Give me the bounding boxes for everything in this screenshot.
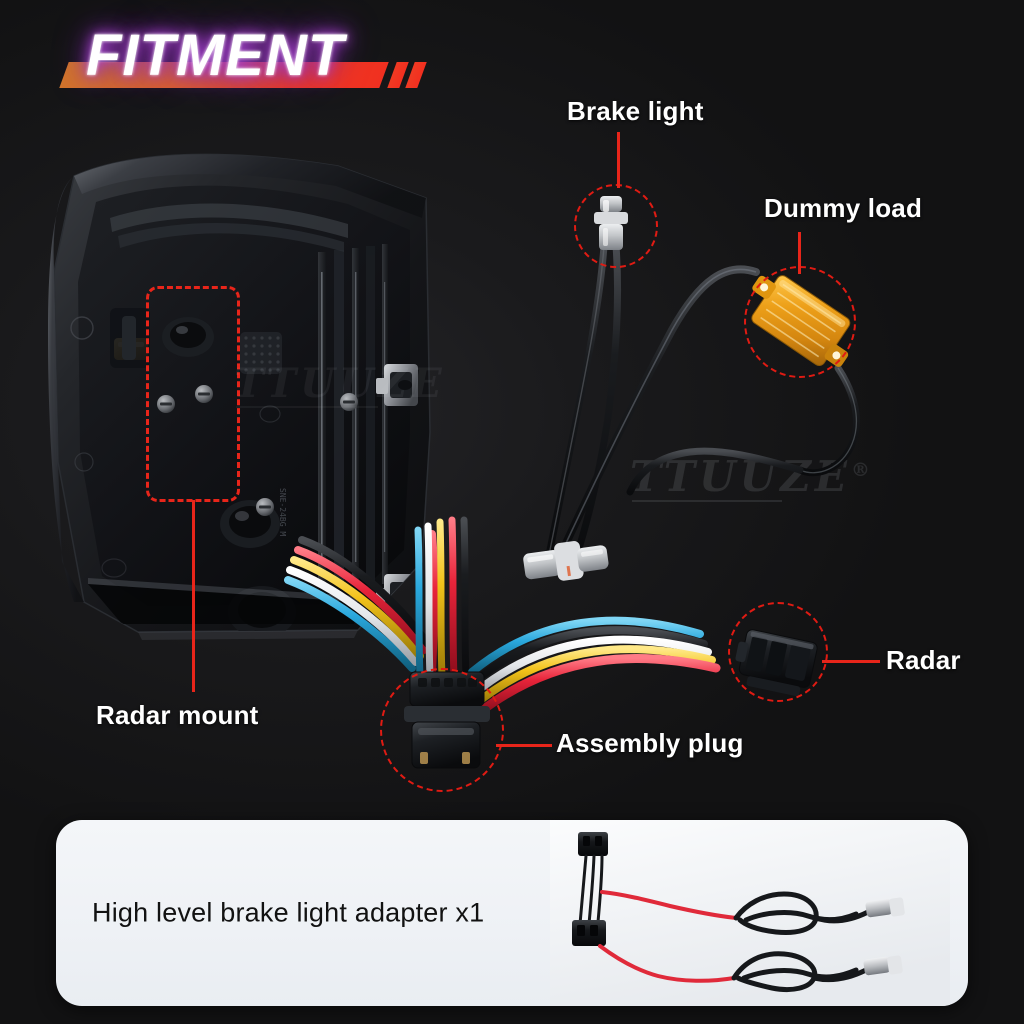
screw <box>340 393 358 411</box>
assembly-plug-label: Assembly plug <box>556 728 744 758</box>
adapter-cable-lower <box>731 951 869 993</box>
inline-connector <box>523 541 609 581</box>
tail-light-housing: SNE-24BG M <box>18 132 438 652</box>
screw <box>195 385 213 403</box>
fitment-accent-tick-2 <box>405 62 427 88</box>
socket-boss-1 <box>162 317 214 357</box>
svg-text:SNE-24BG M: SNE-24BG M <box>278 488 287 536</box>
screw <box>256 498 274 516</box>
radar-mount-marker <box>146 286 240 502</box>
adapter-cable-upper <box>733 891 871 935</box>
adapter-socket-lower <box>863 955 903 976</box>
screw <box>157 395 175 413</box>
watermark-underline-2 <box>236 406 378 408</box>
radar-leader <box>822 660 880 663</box>
radar-marker <box>728 602 828 702</box>
parts-card-caption: High level brake light adapter x1 <box>92 897 485 928</box>
screw <box>159 639 177 652</box>
adapter-connector-bottom <box>572 920 606 946</box>
adapter-connector-top <box>578 832 608 856</box>
page-title: FITMENT <box>86 23 345 88</box>
brake-light-label: Brake light <box>567 96 704 126</box>
watermark-center: TTUUZE® <box>630 452 870 501</box>
adapter-socket-upper <box>865 897 905 918</box>
radar-label: Radar <box>886 645 961 675</box>
dummy-load-marker <box>744 266 856 378</box>
radar-mount-leader <box>192 500 195 692</box>
watermark-registered: ® <box>850 459 870 481</box>
adapter-harness-photo <box>550 820 950 1006</box>
dummy-load-label: Dummy load <box>764 193 923 223</box>
radar-mount-label: Radar mount <box>96 700 259 730</box>
brake-light-leader <box>617 132 620 188</box>
parts-card: High level brake light adapter x1 <box>56 820 968 1006</box>
brake-light-marker <box>574 184 658 268</box>
watermark-text: TTUUZE <box>630 452 851 501</box>
watermark-underline <box>632 500 782 502</box>
assembly-plug-leader <box>496 744 552 747</box>
fitment-banner: FITMENT <box>40 16 427 92</box>
assembly-plug-marker <box>380 668 504 792</box>
dummy-load-leader <box>798 232 801 274</box>
mounting-clip-top <box>376 364 418 406</box>
